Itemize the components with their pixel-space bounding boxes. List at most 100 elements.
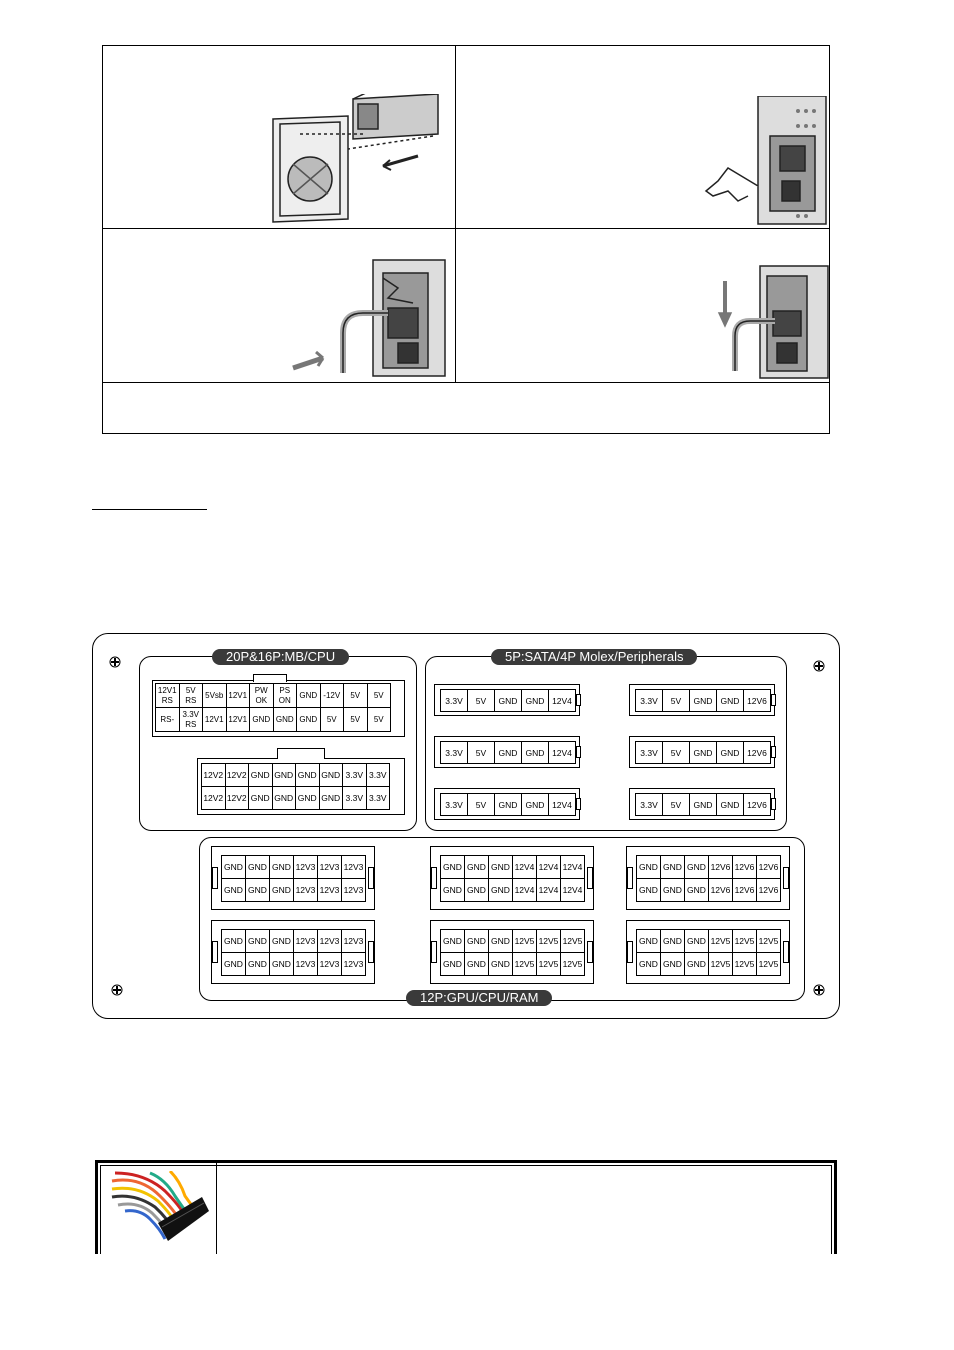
pin-label: GND: [269, 878, 294, 902]
pin-label: 12V5: [708, 952, 733, 976]
pin-label: GND: [660, 929, 685, 953]
pin-label: 12V3: [341, 929, 366, 953]
pin-label: 12V1: [202, 707, 227, 732]
pin-label: GND: [660, 878, 685, 902]
pin-label: 12V2: [224, 763, 249, 787]
pin-label: GND: [245, 855, 270, 879]
pin-label: GND: [716, 689, 744, 712]
pin-label: GND: [521, 793, 549, 816]
pin-label: GND: [494, 793, 522, 816]
pin-label: GND: [269, 952, 294, 976]
pin-label: 12V1 RS: [155, 683, 180, 708]
pin-label: 12V4: [536, 878, 561, 902]
pin-label: 3.3V RS: [178, 707, 203, 732]
pin-label: 12V3: [341, 855, 366, 879]
pin-label: GND: [248, 763, 273, 787]
pin-label: GND: [684, 929, 709, 953]
pin-label: 5V: [467, 741, 495, 764]
pin-label: GND: [684, 855, 709, 879]
pin-label: 12V3: [317, 929, 342, 953]
pin-label: 12V3: [317, 952, 342, 976]
pin-label: GND: [464, 952, 489, 976]
pin-label: GND: [689, 689, 717, 712]
pin-label: 12V5: [536, 952, 561, 976]
pin-label: GND: [221, 878, 246, 902]
pin-label: 12V5: [732, 952, 757, 976]
pin-label: GND: [248, 786, 273, 810]
pin-label: 12V5: [732, 929, 757, 953]
pin-label: 12V5: [756, 929, 781, 953]
pin-label: 5V: [467, 793, 495, 816]
pin-label: 12V5: [756, 952, 781, 976]
pin-label: GND: [272, 707, 297, 732]
pin-label: 12V6: [743, 689, 771, 712]
pin-label: 12V1: [225, 707, 250, 732]
pin-label: PS ON: [272, 683, 297, 708]
pin-label: GND: [440, 878, 465, 902]
pin-label: GND: [245, 952, 270, 976]
pin-label: GND: [689, 741, 717, 764]
pin-label: GND: [488, 952, 513, 976]
pin-label: 3.3V: [342, 763, 367, 787]
pin-label: GND: [636, 952, 661, 976]
pin-label: GND: [269, 855, 294, 879]
pin-label: 12V3: [341, 878, 366, 902]
screw-icon: [813, 984, 825, 996]
pin-label: GND: [221, 952, 246, 976]
pin-label: GND: [521, 741, 549, 764]
pin-label: 12V3: [341, 952, 366, 976]
power-switch-illustration: [704, 96, 827, 225]
pin-label: GND: [318, 763, 343, 787]
pin-label: 12V3: [293, 855, 318, 879]
pin-label: 12V4: [560, 855, 585, 879]
pin-label: 5V: [662, 741, 690, 764]
pin-label: 12V4: [512, 878, 537, 902]
psu-install-illustration: [272, 94, 439, 223]
pin-label: GND: [684, 952, 709, 976]
pin-label: GND: [245, 929, 270, 953]
screw-icon: [813, 660, 825, 672]
pin-label: 12V6: [743, 793, 771, 816]
pin-label: GND: [464, 855, 489, 879]
pin-label: GND: [296, 707, 321, 732]
pin-label: 3.3V: [635, 793, 663, 816]
pin-label: GND: [689, 793, 717, 816]
pin-label: 12V3: [293, 878, 318, 902]
pin-label: 5V: [319, 707, 344, 732]
pin-label: 12V5: [560, 952, 585, 976]
cord-lock-illustration: [717, 265, 829, 379]
pin-label: 12V4: [512, 855, 537, 879]
pin-label: 5Vsb: [202, 683, 227, 708]
pin-label: 5V RS: [178, 683, 203, 708]
pin-label: GND: [440, 855, 465, 879]
pin-label: 3.3V: [440, 793, 468, 816]
pin-label: 12V5: [708, 929, 733, 953]
pin-label: GND: [271, 763, 296, 787]
pin-label: GND: [221, 855, 246, 879]
pin-label: 5V: [467, 689, 495, 712]
pin-label: 12V5: [560, 929, 585, 953]
pin-label: 12V3: [293, 952, 318, 976]
screw-icon: [111, 984, 123, 996]
cable-table: [95, 1160, 837, 1254]
pin-label: 12V6: [708, 855, 733, 879]
pin-label: 3.3V: [635, 741, 663, 764]
pin-label: GND: [440, 929, 465, 953]
pin-label: GND: [271, 786, 296, 810]
pin-label: GND: [521, 689, 549, 712]
pin-label: 5V: [343, 707, 368, 732]
pin-label: GND: [716, 741, 744, 764]
pin-label: 12V5: [512, 952, 537, 976]
